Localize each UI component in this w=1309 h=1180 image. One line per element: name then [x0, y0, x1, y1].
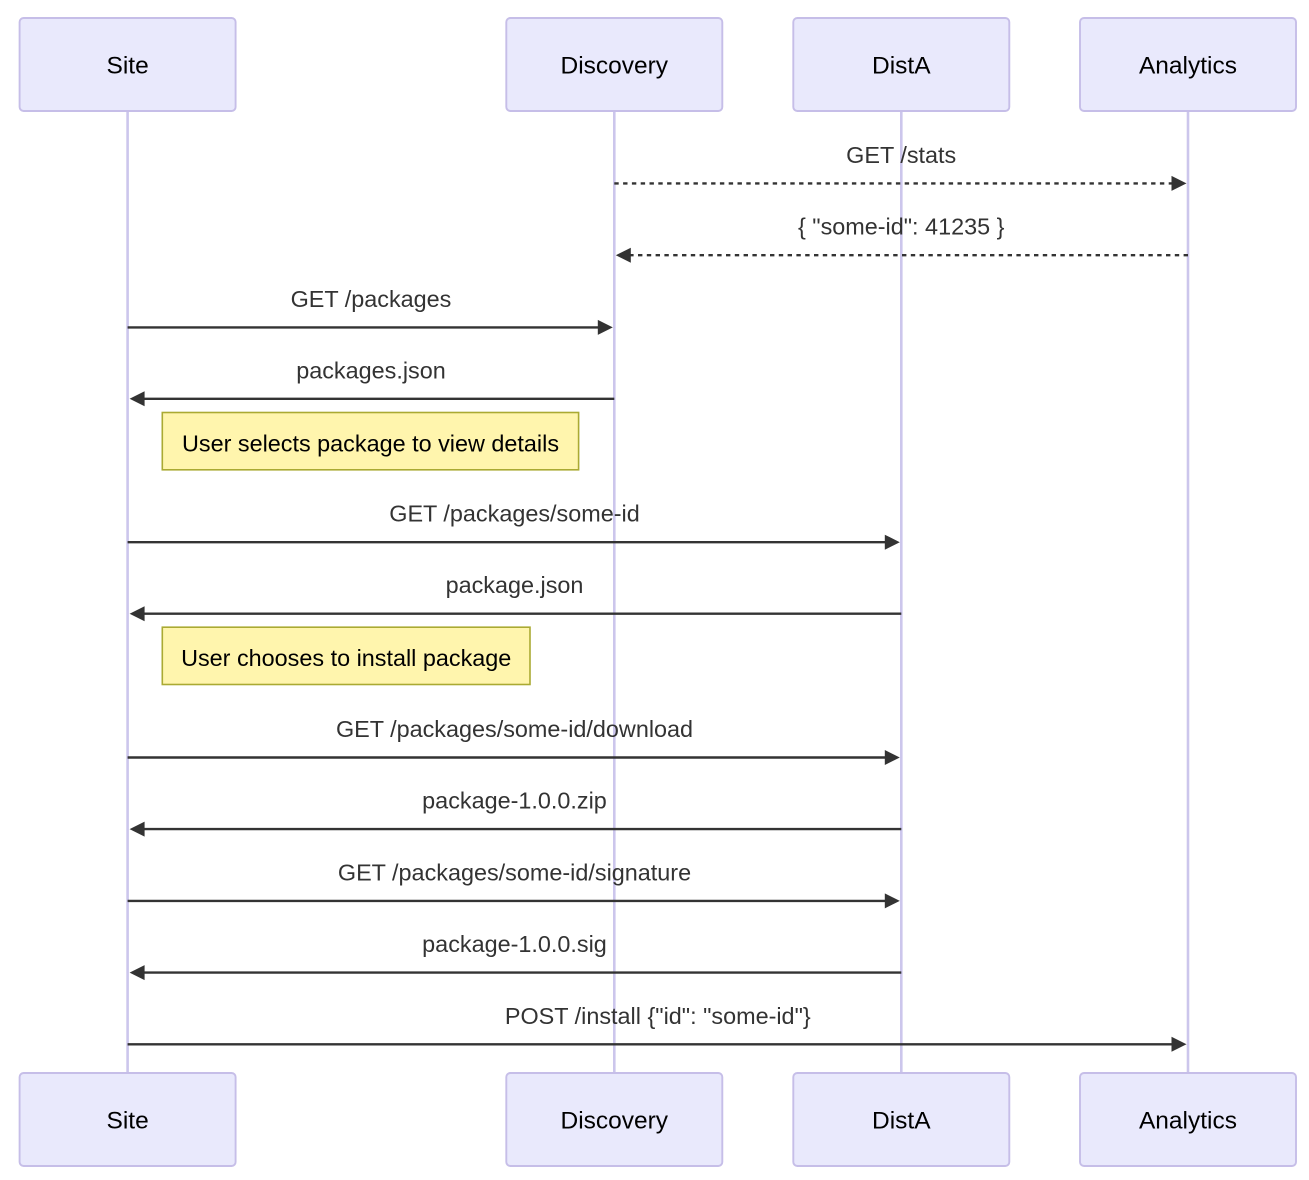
svg-text:Site: Site	[106, 52, 148, 79]
svg-text:Analytics: Analytics	[1139, 1107, 1237, 1134]
svg-text:User chooses to install packag: User chooses to install package	[181, 645, 511, 671]
svg-text:User selects package to view d: User selects package to view details	[182, 430, 559, 456]
svg-text:package.json: package.json	[446, 572, 584, 598]
svg-text:Discovery: Discovery	[561, 1107, 669, 1134]
svg-text:GET /packages/some-id: GET /packages/some-id	[389, 501, 639, 527]
svg-text:Analytics: Analytics	[1139, 52, 1237, 79]
svg-text:POST /install {"id": "some-id": POST /install {"id": "some-id"}	[505, 1003, 811, 1029]
svg-text:packages.json: packages.json	[296, 357, 446, 383]
svg-text:package-1.0.0.sig: package-1.0.0.sig	[422, 931, 607, 957]
svg-text:GET /packages/some-id/download: GET /packages/some-id/download	[336, 716, 693, 742]
svg-text:Site: Site	[106, 1107, 148, 1134]
svg-text:{ "some-id": 41235 }: { "some-id": 41235 }	[798, 214, 1005, 240]
svg-text:GET /packages: GET /packages	[291, 286, 452, 312]
svg-text:Discovery: Discovery	[561, 52, 669, 79]
svg-text:package-1.0.0.zip: package-1.0.0.zip	[422, 788, 607, 814]
svg-text:GET /stats: GET /stats	[846, 142, 956, 168]
svg-text:GET /packages/some-id/signatur: GET /packages/some-id/signature	[338, 859, 691, 885]
svg-text:DistA: DistA	[872, 52, 931, 79]
svg-text:DistA: DistA	[872, 1107, 931, 1134]
